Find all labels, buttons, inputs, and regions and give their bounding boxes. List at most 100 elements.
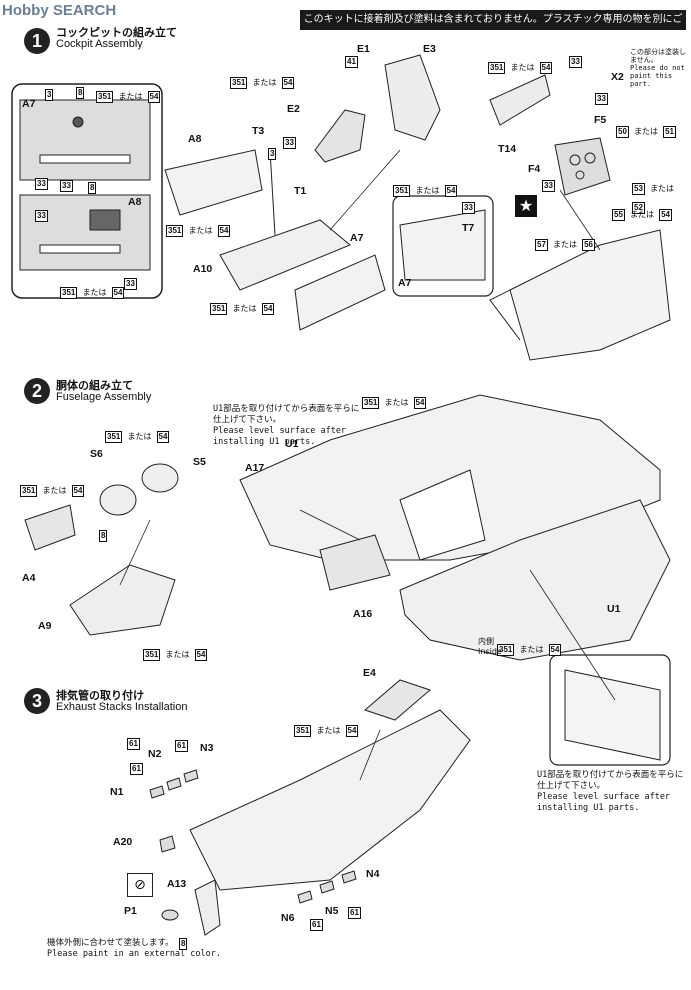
paint-code-55: 55 [612, 209, 625, 221]
u1-note-bottom-en: Please level surface after installing U1… [537, 792, 671, 813]
u1-note-top-jp: U1部品を取り付けてから表面を平らに仕上げて下さい。 [213, 404, 360, 425]
paint-mata: または [316, 726, 341, 735]
paint-mata: または [188, 226, 213, 235]
part-label-u1-top: U1 [285, 438, 299, 450]
part-label-f5: F5 [594, 114, 607, 126]
part-label-a7: A7 [350, 232, 364, 244]
paint-code-52: 52 [632, 202, 645, 214]
paint-mata: または [415, 186, 440, 195]
star-decal-icon: ★ [515, 195, 537, 217]
part-label-s6: S6 [90, 448, 103, 460]
part-label-a17: A17 [245, 462, 265, 474]
paint-code-8: 8 [76, 87, 85, 99]
paint-code-54: 54 [444, 185, 458, 197]
paint-code-351: 351 [60, 287, 78, 299]
step-1-number: 1 [24, 28, 50, 54]
inside-label-jp: 内側 [478, 637, 494, 646]
part-label-t3: T3 [252, 125, 265, 137]
step-2-title-en: Fuselage Assembly [56, 391, 152, 403]
part-label-a20: A20 [113, 836, 133, 848]
paint-code-54: 54 [71, 485, 85, 497]
paint-mata: または [118, 92, 143, 101]
step-3-number: 3 [24, 688, 50, 714]
part-label-u1-side: U1 [607, 603, 621, 615]
paint-code-53: 53 [632, 183, 645, 195]
u1-note-bottom-jp: U1部品を取り付けてから表面を平らに仕上げて下さい。 [537, 770, 684, 791]
no-paint-note: この部分は塗装しません。 Please do not paint this pa… [630, 48, 686, 88]
paint-callout: 351 または 54 [393, 178, 458, 197]
paint-code-51: 51 [663, 126, 676, 138]
part-label-e3: E3 [423, 43, 436, 55]
paint-code-54: 54 [413, 397, 427, 409]
step-2-number: 2 [24, 378, 50, 404]
paint-code-57: 57 [535, 239, 548, 251]
paint-code-3: 3 [268, 148, 277, 160]
paint-code-351: 351 [230, 77, 248, 89]
paint-mata: または [630, 210, 654, 219]
paint-code-351: 351 [393, 185, 411, 197]
paint-callout: 351 または 54 [96, 84, 161, 103]
paint-code-54: 54 [659, 209, 672, 221]
paint-code-56: 56 [582, 239, 595, 251]
paint-code-61: 61 [127, 738, 140, 750]
paint-mata: または [127, 432, 152, 441]
paint-callout: 351 または 54 [143, 642, 208, 661]
paint-code-61: 61 [348, 907, 361, 919]
part-label-n2: N2 [148, 748, 162, 760]
no-paint-note-jp: この部分は塗装しません。 [630, 48, 686, 64]
paint-callout: 351 または 54 [362, 390, 427, 409]
part-label-n3: N3 [200, 742, 214, 754]
paint-mata: または [82, 288, 107, 297]
paint-code-54: 54 [156, 431, 170, 443]
part-label-n6: N6 [281, 912, 295, 924]
paint-code-33: 33 [35, 210, 48, 222]
external-paint-note: 機体外側に合わせて塗装します。 Please paint in an exter… [47, 938, 247, 960]
paint-callout: 351 または 54 [166, 218, 231, 237]
paint-callout: 351 または 54 [294, 718, 359, 737]
paint-code-54: 54 [539, 62, 553, 74]
paint-code-54: 54 [217, 225, 231, 237]
paint-code-33: 33 [569, 56, 582, 68]
paint-code-351: 351 [96, 91, 114, 103]
paint-code-50: 50 [616, 126, 629, 138]
paint-callout: 55 または 54 [612, 202, 672, 221]
part-label-n5: N5 [325, 905, 339, 917]
paint-callout: 351 または 54 [60, 280, 125, 299]
paint-mata: または [232, 304, 257, 313]
part-label-a16: A16 [353, 608, 373, 620]
part-label-a13: A13 [167, 878, 187, 890]
paint-callout: 351 または 54 [210, 296, 275, 315]
paint-callout: 351 または 54 [105, 424, 170, 443]
paint-code-8: 8 [99, 530, 108, 542]
paint-code-54: 54 [194, 649, 208, 661]
paint-code-351: 351 [210, 303, 228, 315]
paint-mata: または [634, 127, 658, 136]
paint-code-351: 351 [488, 62, 506, 74]
u1-note-bottom: U1部品を取り付けてから表面を平らに仕上げて下さい。 Please level … [537, 770, 687, 814]
paint-mata: または [42, 486, 67, 495]
paint-mata: または [252, 78, 277, 87]
part-label-t7: T7 [462, 222, 475, 234]
step-2-title-jp: 胴体の組み立て [56, 379, 133, 392]
step-3-title-en: Exhaust Stacks Installation [56, 701, 188, 713]
paint-code-33: 33 [462, 202, 475, 214]
no-paint-note-en: Please do not paint this part. [630, 64, 685, 88]
paint-code-351: 351 [143, 649, 161, 661]
part-label-n1: N1 [110, 786, 124, 798]
external-paint-note-jp: 機体外側に合わせて塗装します。 [47, 938, 174, 948]
paint-code-351: 351 [362, 397, 380, 409]
paint-code-41: 41 [345, 56, 358, 68]
part-label-a7-t7-inset: A7 [398, 277, 412, 289]
paint-code-54: 54 [111, 287, 125, 299]
external-paint-note-en: Please paint in an external color. [47, 949, 221, 959]
u1-note-top-en: Please level surface after installing U1… [213, 426, 347, 447]
paint-code-54: 54 [345, 725, 359, 737]
paint-callout: 351 または 54 [488, 55, 553, 74]
paint-callout: 53 または 52 [632, 176, 691, 214]
paint-code-54: 54 [548, 644, 562, 656]
part-label-t1: T1 [294, 185, 307, 197]
u1-note-top: U1部品を取り付けてから表面を平らに仕上げて下さい。 Please level … [213, 404, 363, 448]
paint-code-33: 33 [595, 93, 608, 105]
paint-code-33: 33 [542, 180, 555, 192]
no-glue-notice: このキットに接着剤及び塗料は含まれておりません。プラスチック専用の物を別にご用意… [300, 10, 686, 45]
